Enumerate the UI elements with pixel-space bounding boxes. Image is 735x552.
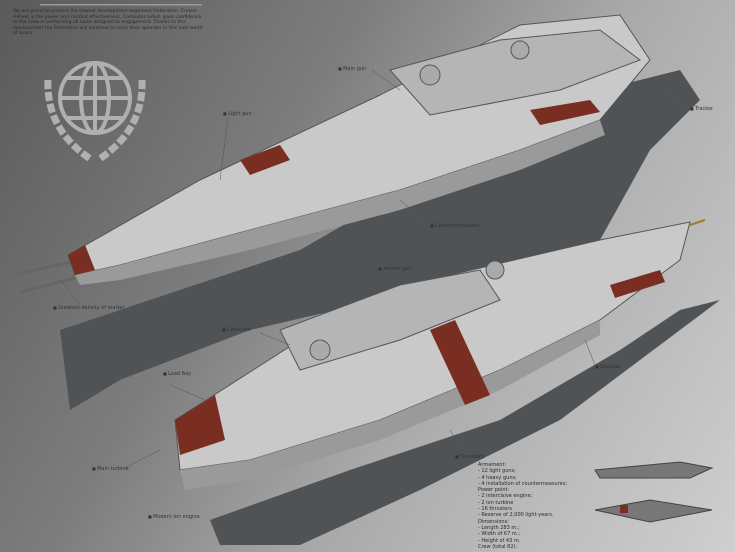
spec-line: - 16 thrusters (478, 506, 513, 513)
spec-line: - Height of 43 m. (478, 537, 521, 544)
spec-line: - Reserve of 2,000 light-years. (478, 512, 554, 519)
label-engine: Modern ion engine (148, 514, 200, 520)
label-density: Greatest density of matter (53, 305, 124, 311)
spec-line: - 4 installation of countermeasures; (478, 480, 568, 487)
label-tracker: Tracker (690, 106, 713, 112)
label-light-gun: Light gun (223, 111, 252, 117)
label-shadow: Shadow (595, 364, 620, 370)
label-main-turbine: Main turbine (92, 466, 129, 472)
spec-line: Armament: (478, 462, 507, 468)
spec-line: - 12 light guns; (478, 468, 516, 475)
spec-line: - Length 283 m.; (478, 524, 520, 531)
spec-line: - Width of 67 m.; (478, 531, 521, 538)
thumbnail-views (594, 461, 714, 523)
label-countermeasures: Countermeasures (430, 223, 479, 229)
spec-line: Dimensions: (478, 518, 509, 525)
lower-ship-shadow (210, 300, 720, 545)
lower-cruiser (174, 219, 706, 490)
spec-line: Crew (total 82): (478, 543, 518, 550)
spec-line: - 2 intercisive engine; (478, 493, 533, 500)
spec-line: Power point: (478, 487, 510, 494)
federation-globe-emblem (44, 61, 146, 163)
label-anchor-gun: Anchor gun (378, 266, 412, 272)
label-main-gun: Main gun (338, 66, 366, 72)
spec-line: - 4 heavy guns; (478, 474, 517, 481)
intro-paragraph: We are proud to present the newest devel… (13, 9, 203, 36)
spec-line: - 2 ion turbine (478, 499, 514, 506)
upper-cruiser (14, 14, 651, 294)
top-rule (40, 4, 202, 6)
specs-list: Armament: - 12 light guns; - 4 heavy gun… (478, 462, 567, 550)
leader-lines (59, 69, 691, 469)
label-thrusters: Thrusters (455, 454, 484, 460)
label-capacitor: Capacitor (222, 327, 251, 333)
label-load-bay: Load Bay (163, 371, 191, 377)
